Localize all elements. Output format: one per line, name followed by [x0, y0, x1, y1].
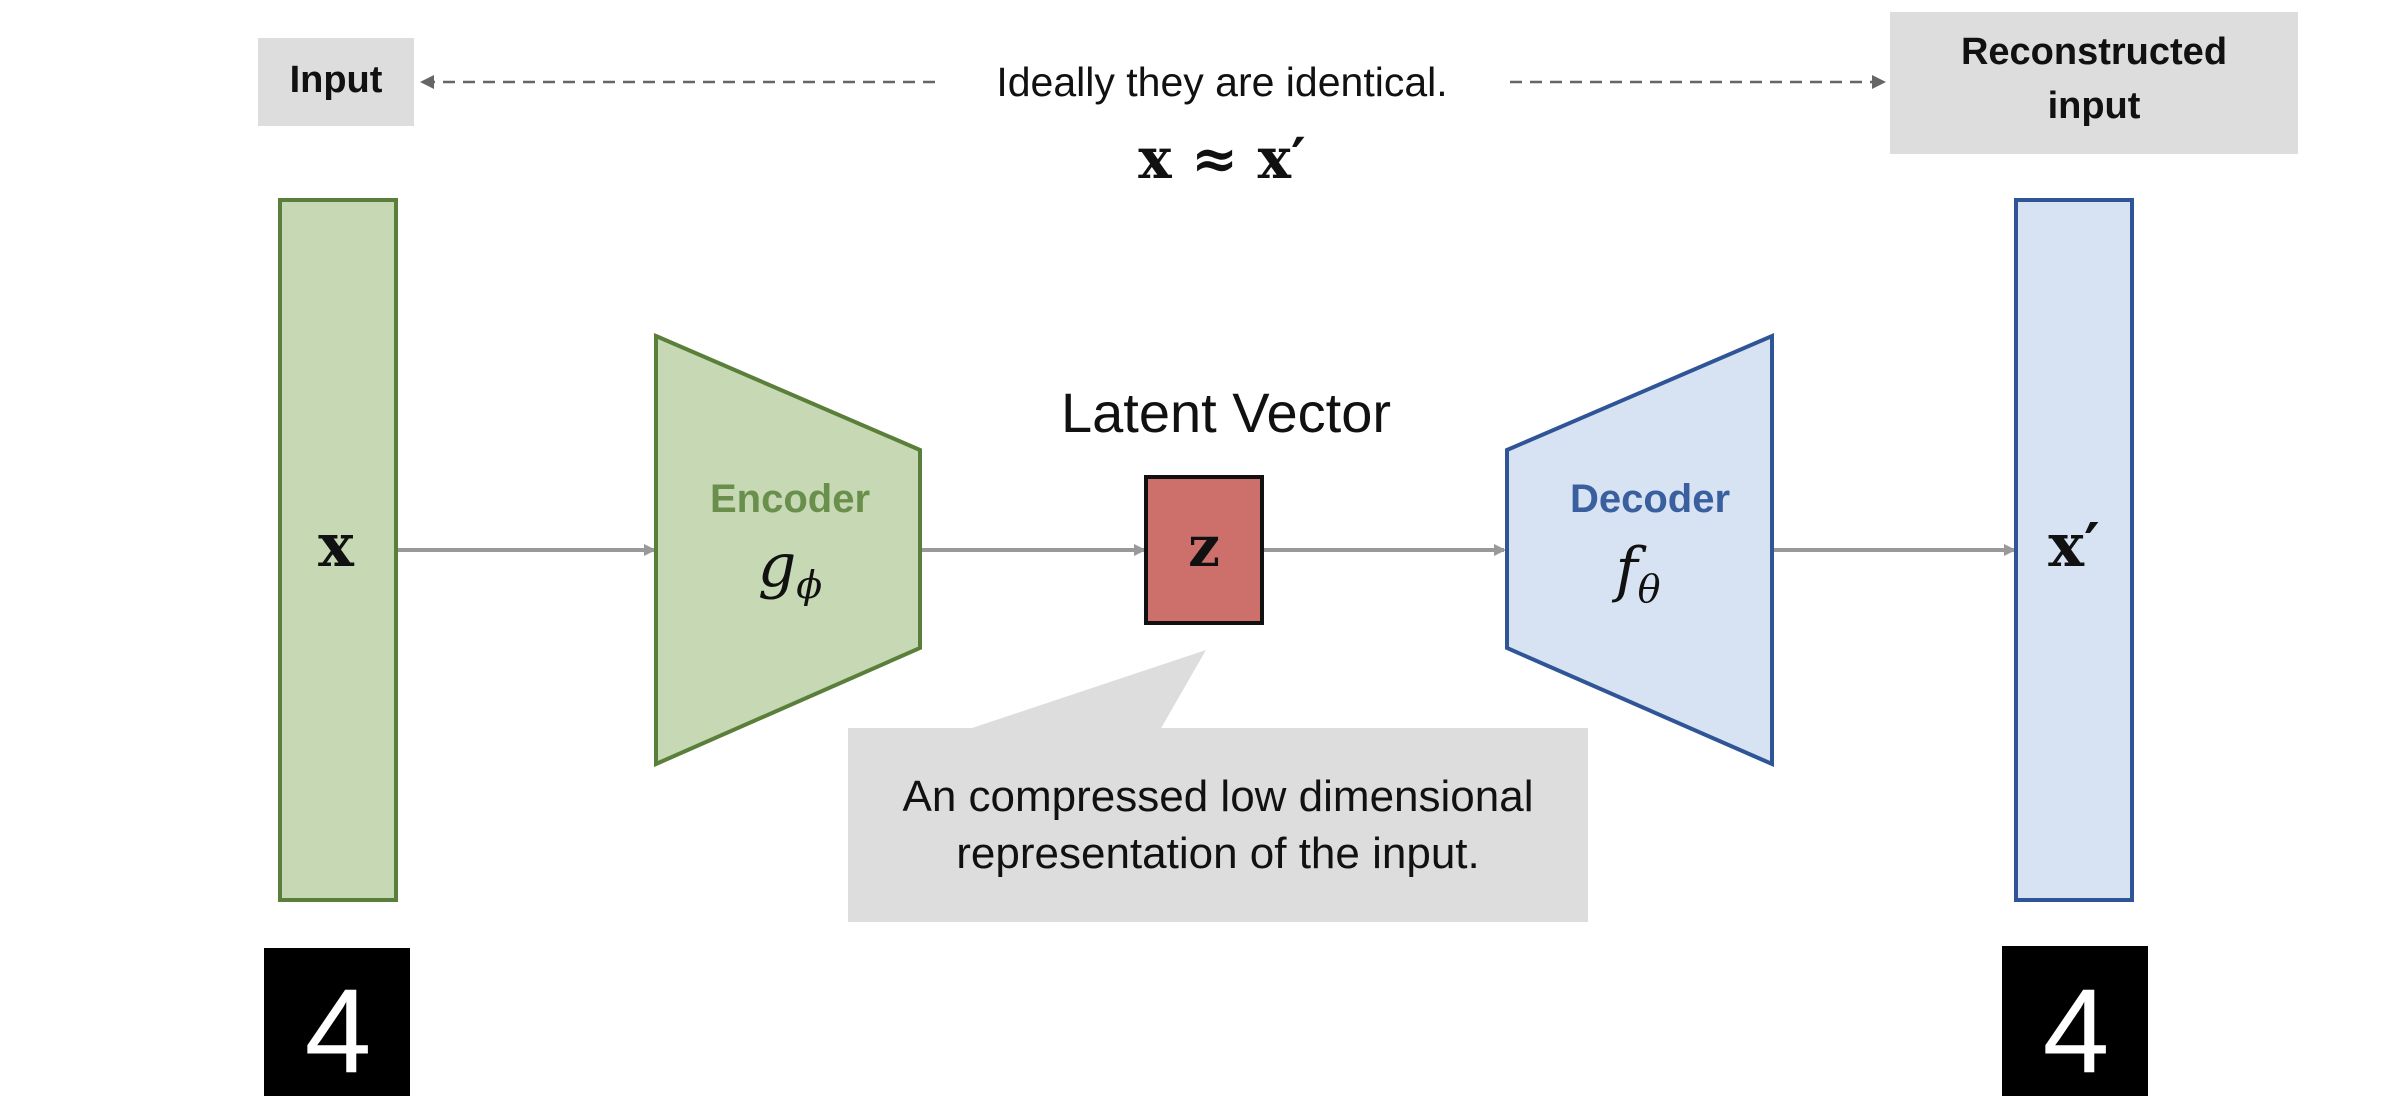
decoder-fn-subscript: θ: [1638, 567, 1661, 611]
latent-title: Latent Vector: [1061, 381, 1391, 444]
reconstructed-label-line2: input: [2048, 85, 2141, 127]
encoder-function: gϕ: [758, 531, 822, 607]
callout-box: [848, 728, 1588, 922]
approx-formula: x ≈ x′: [1138, 126, 1305, 192]
encoder-fn-symbol: g: [758, 531, 796, 601]
output-vector-bar: [2014, 198, 2134, 902]
latent-vector-box: [1144, 475, 1264, 625]
callout-line2: representation of the input.: [956, 829, 1479, 878]
input-digit: 4: [305, 964, 372, 1098]
callout-line1: An compressed low dimensional: [903, 772, 1534, 821]
encoder-block: [654, 332, 922, 768]
callout-pointer: [972, 650, 1206, 730]
ideal-note: Ideally they are identical.: [996, 59, 1447, 105]
decoder-title: Decoder: [1570, 477, 1730, 521]
output-symbol: x′: [2048, 511, 2100, 581]
input-vector-bar: [278, 198, 398, 902]
encoder-fn-subscript: ϕ: [796, 563, 822, 607]
output-digit: 4: [2043, 964, 2110, 1098]
input-digit-image: [264, 948, 410, 1096]
encoder-title: Encoder: [710, 477, 870, 521]
reconstructed-label-box: [1890, 12, 2298, 154]
input-label-box: [258, 38, 414, 126]
reconstructed-label-line1: Reconstructed: [1961, 31, 2227, 73]
input-label: Input: [290, 59, 383, 101]
latent-symbol: z: [1188, 514, 1220, 580]
input-symbol: x: [318, 511, 355, 581]
decoder-block: [1505, 332, 1774, 768]
output-digit-image: [2002, 946, 2148, 1096]
